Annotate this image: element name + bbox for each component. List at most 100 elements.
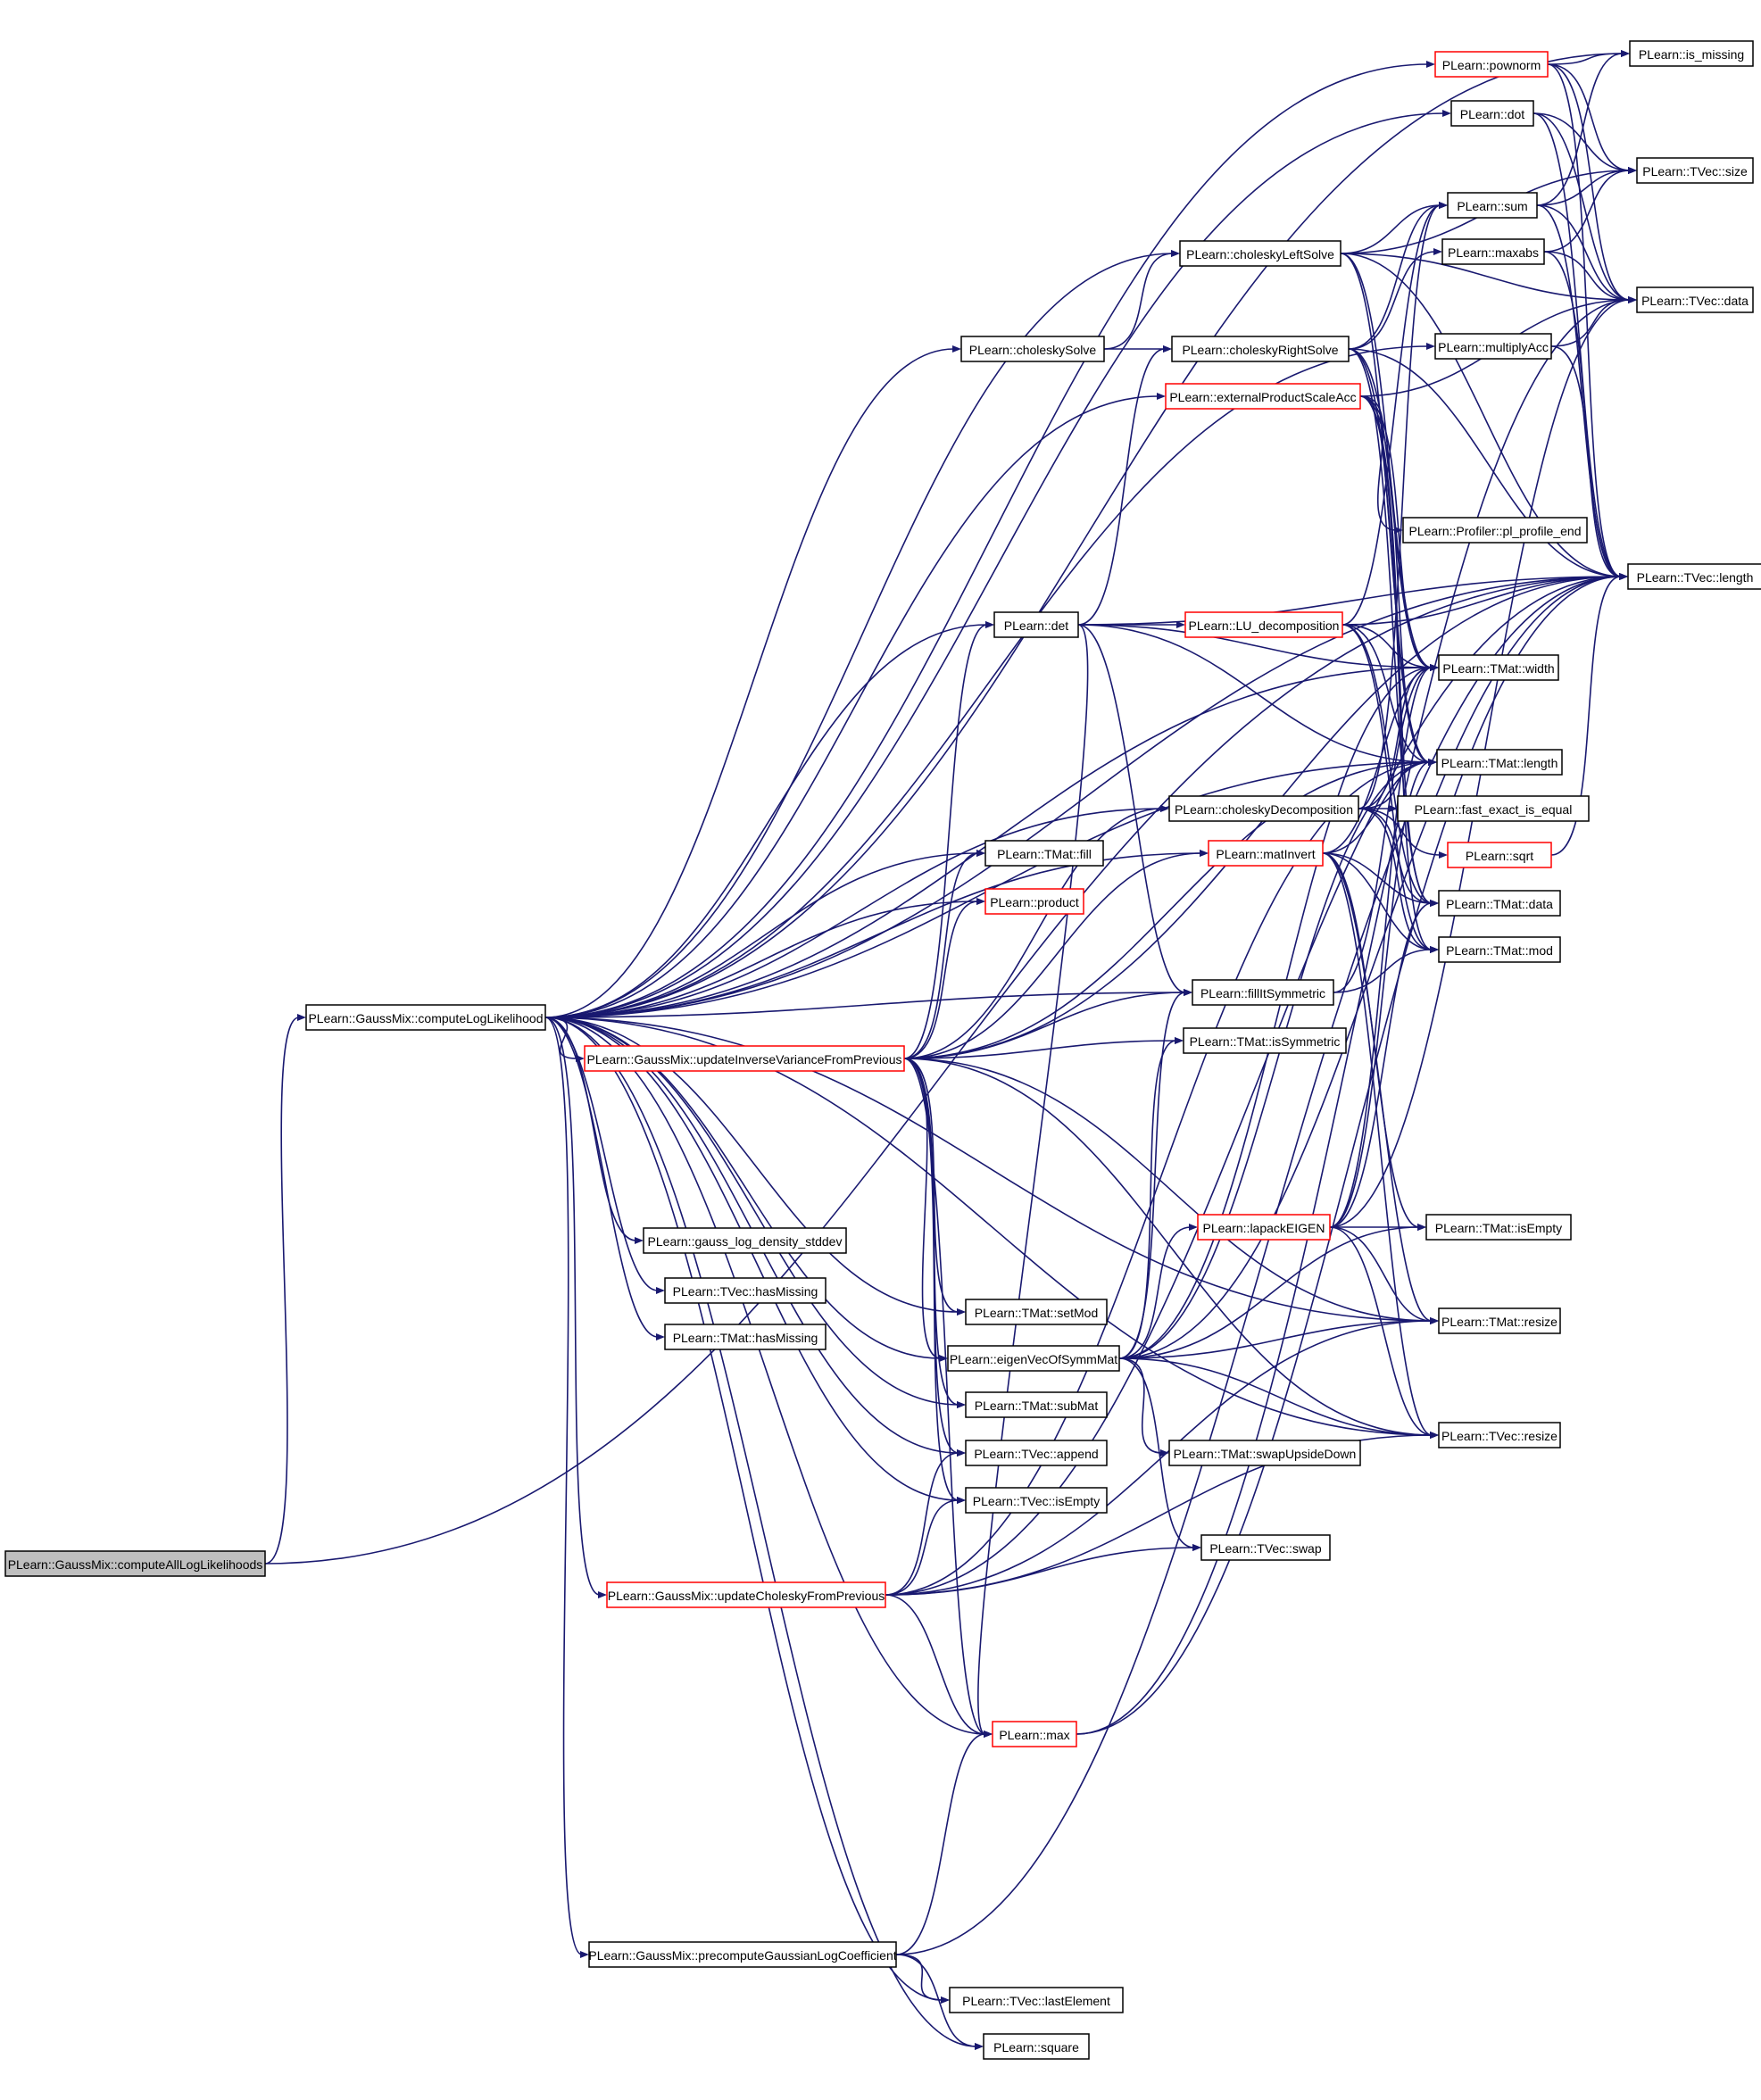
node-box — [1438, 654, 1559, 681]
node-box — [1636, 286, 1754, 313]
edge-lapack-to-tvresize — [1329, 1226, 1433, 1436]
node-plearn-square[interactable]: PLearn::square — [983, 2033, 1090, 2060]
edge-dot-to-tvdata — [1533, 112, 1631, 301]
node-plearn-dot[interactable]: PLearn::dot — [1450, 100, 1534, 127]
edge-arrowhead — [1439, 202, 1448, 209]
edge-cll-to-lastel — [544, 1017, 943, 2001]
node-plearn-tmat-setmod[interactable]: PLearn::TMat::setMod — [965, 1299, 1108, 1325]
node-plearn-tmat-width[interactable]: PLearn::TMat::width — [1438, 654, 1559, 681]
node-plearn-tvec-length[interactable]: PLearn::TVec::length — [1627, 563, 1761, 590]
node-plearn-det[interactable]: PLearn::det — [993, 611, 1079, 638]
node-plearn-tmat-swapupsidedown[interactable]: PLearn::TMat::swapUpsideDown — [1168, 1440, 1361, 1466]
node-plearn-multiplyacc[interactable]: PLearn::multiplyAcc — [1434, 333, 1552, 360]
edge-arrowhead — [984, 1731, 993, 1738]
node-box — [1441, 238, 1545, 265]
node-plearn-pownorm[interactable]: PLearn::pownorm — [1434, 51, 1549, 78]
node-plearn-choleskydecomposition[interactable]: PLearn::choleskyDecomposition — [1168, 795, 1359, 822]
node-plearn-lapackeigen[interactable]: PLearn::lapackEIGEN — [1197, 1214, 1331, 1241]
node-plearn-externalproductscaleacc[interactable]: PLearn::externalProductScaleAcc — [1165, 383, 1361, 410]
node-plearn-sqrt[interactable]: PLearn::sqrt — [1447, 842, 1552, 868]
node-plearn-gauss-log-density-stddev[interactable]: PLearn::gauss_log_density_stddev — [643, 1227, 847, 1254]
edge-det-to-fis — [1077, 624, 1186, 993]
node-label: PLearn::TMat::swapUpsideDown — [1174, 1447, 1357, 1461]
edges-layer — [264, 50, 1637, 2050]
node-plearn-choleskyrightsolve[interactable]: PLearn::choleskyRightSolve — [1171, 336, 1350, 362]
node-plearn-gaussmix-computeloglikelihood[interactable]: PLearn::GaussMix::computeLogLikelihood — [305, 1004, 546, 1031]
node-plearn-fast-exact-is-equal[interactable]: PLearn::fast_exact_is_equal — [1397, 795, 1590, 822]
edge-uivp-to-cdec — [903, 808, 1163, 1059]
edge-crs-to-maxabs — [1348, 251, 1436, 350]
edge-cll-to-setmod — [544, 1017, 959, 1313]
node-plearn-choleskyleftsolve[interactable]: PLearn::choleskyLeftSolve — [1179, 240, 1342, 267]
edge-ucfp-to-tvempty — [885, 1499, 959, 1596]
node-plearn-gaussmix-updateinversevariancefromprevious[interactable]: PLearn::GaussMix::updateInverseVarianceF… — [584, 1045, 905, 1072]
node-plearn-gaussmix-precomputegaussianlogcoefficient[interactable]: PLearn::GaussMix::precomputeGaussianLogC… — [588, 1941, 897, 1968]
node-plearn-lu-decomposition[interactable]: PLearn::LU_decomposition — [1184, 611, 1343, 638]
edge-arrowhead — [1157, 393, 1166, 400]
node-plearn-tvec-isempty[interactable]: PLearn::TVec::isEmpty — [965, 1487, 1108, 1514]
node-plearn-profiler-pl-profile-end[interactable]: PLearn::Profiler::pl_profile_end — [1402, 517, 1588, 544]
edge-arrowhead — [1160, 805, 1169, 812]
node-label: PLearn::GaussMix::computeLogLikelihood — [308, 1011, 543, 1025]
node-box — [1165, 383, 1361, 410]
node-plearn-sum[interactable]: PLearn::sum — [1447, 192, 1538, 219]
node-label: PLearn::TMat::hasMissing — [673, 1331, 818, 1345]
node-plearn-tvec-size[interactable]: PLearn::TVec::size — [1636, 157, 1754, 184]
node-box — [1168, 795, 1359, 822]
node-plearn-tmat-issymmetric[interactable]: PLearn::TMat::isSymmetric — [1183, 1027, 1347, 1054]
edge-ucfp-to-tmresize — [885, 1320, 1433, 1596]
node-plearn-tmat-isempty[interactable]: PLearn::TMat::isEmpty — [1425, 1214, 1572, 1241]
node-box — [305, 1004, 546, 1031]
node-plearn-tvec-data[interactable]: PLearn::TVec::data — [1636, 286, 1754, 313]
edge-cdec-to-tmmod — [1358, 808, 1433, 950]
edge-uivp-to-tvempty — [903, 1058, 959, 1501]
edge-arrowhead — [1417, 1224, 1426, 1231]
edge-cll-to-multacc — [544, 345, 1429, 1018]
node-plearn-tvec-lastelement[interactable]: PLearn::TVec::lastElement — [949, 1987, 1124, 2013]
edge-arrowhead — [957, 1308, 966, 1316]
edge-cll-to-dot — [544, 112, 1445, 1018]
edge-arrowhead — [1175, 1037, 1184, 1044]
node-plearn-fillitsymmetric[interactable]: PLearn::fillItSymmetric — [1192, 979, 1334, 1006]
edge-evsm-to-sud — [1118, 1357, 1163, 1454]
edge-det-to-tmlength — [1077, 624, 1431, 763]
edge-arrowhead — [1189, 1224, 1198, 1231]
node-plearn-product[interactable]: PLearn::product — [984, 888, 1084, 915]
node-label: PLearn::TVec::append — [974, 1447, 1098, 1461]
node-plearn-tmat-mod[interactable]: PLearn::TMat::mod — [1438, 936, 1561, 963]
edge-arrowhead — [598, 1591, 607, 1598]
node-plearn-tvec-resize[interactable]: PLearn::TVec::resize — [1438, 1422, 1561, 1448]
node-plearn-tmat-data[interactable]: PLearn::TMat::data — [1438, 890, 1561, 917]
node-plearn-tvec-swap[interactable]: PLearn::TVec::swap — [1200, 1534, 1331, 1561]
edge-lud-to-tmdata — [1342, 624, 1433, 904]
node-plearn-gaussmix-computeallloglikelihoods[interactable]: PLearn::GaussMix::computeAllLogLikelihoo… — [4, 1550, 266, 1577]
edge-arrowhead — [1430, 900, 1439, 907]
edge-evsm-to-tmempty — [1118, 1226, 1420, 1359]
edge-uivp-to-matinv — [903, 852, 1202, 1059]
node-label: PLearn::pownorm — [1442, 58, 1541, 72]
node-plearn-tmat-submat[interactable]: PLearn::TMat::subMat — [965, 1391, 1108, 1418]
edge-cll-to-epsa — [544, 395, 1159, 1018]
edge-arrowhead — [1184, 989, 1192, 996]
node-label: PLearn::lapackEIGEN — [1203, 1221, 1325, 1235]
node-plearn-matinvert[interactable]: PLearn::matInvert — [1208, 840, 1324, 867]
edge-epsa-to-tmdata — [1359, 395, 1433, 904]
edge-pownorm-to-tvdata — [1547, 63, 1631, 301]
node-plearn-is-missing[interactable]: PLearn::is_missing — [1629, 40, 1754, 67]
node-plearn-tmat-resize[interactable]: PLearn::TMat::resize — [1438, 1307, 1561, 1334]
node-plearn-maxabs[interactable]: PLearn::maxabs — [1441, 238, 1545, 265]
node-plearn-tvec-hasmissing[interactable]: PLearn::TVec::hasMissing — [664, 1277, 827, 1304]
edge-pownorm-to-tvsize — [1547, 63, 1631, 171]
node-plearn-choleskysolve[interactable]: PLearn::choleskySolve — [960, 336, 1105, 362]
node-plearn-max[interactable]: PLearn::max — [992, 1721, 1077, 1747]
node-plearn-tmat-fill[interactable]: PLearn::TMat::fill — [984, 840, 1104, 867]
node-label: PLearn::TMat::length — [1441, 756, 1558, 770]
node-plearn-tmat-length[interactable]: PLearn::TMat::length — [1436, 749, 1563, 776]
node-plearn-gaussmix-updatecholeskyfromprevious[interactable]: PLearn::GaussMix::updateCholeskyFromPrev… — [606, 1581, 886, 1608]
node-plearn-eigenvecofsymmmat[interactable]: PLearn::eigenVecOfSymmMat — [947, 1345, 1120, 1372]
edge-arrowhead — [1442, 110, 1451, 117]
node-plearn-tvec-append[interactable]: PLearn::TVec::append — [965, 1440, 1108, 1466]
node-plearn-tmat-hasmissing[interactable]: PLearn::TMat::hasMissing — [664, 1324, 827, 1350]
edge-arrowhead — [941, 1996, 950, 2004]
node-label: PLearn::GaussMix::precomputeGaussianLogC… — [588, 1948, 896, 1963]
